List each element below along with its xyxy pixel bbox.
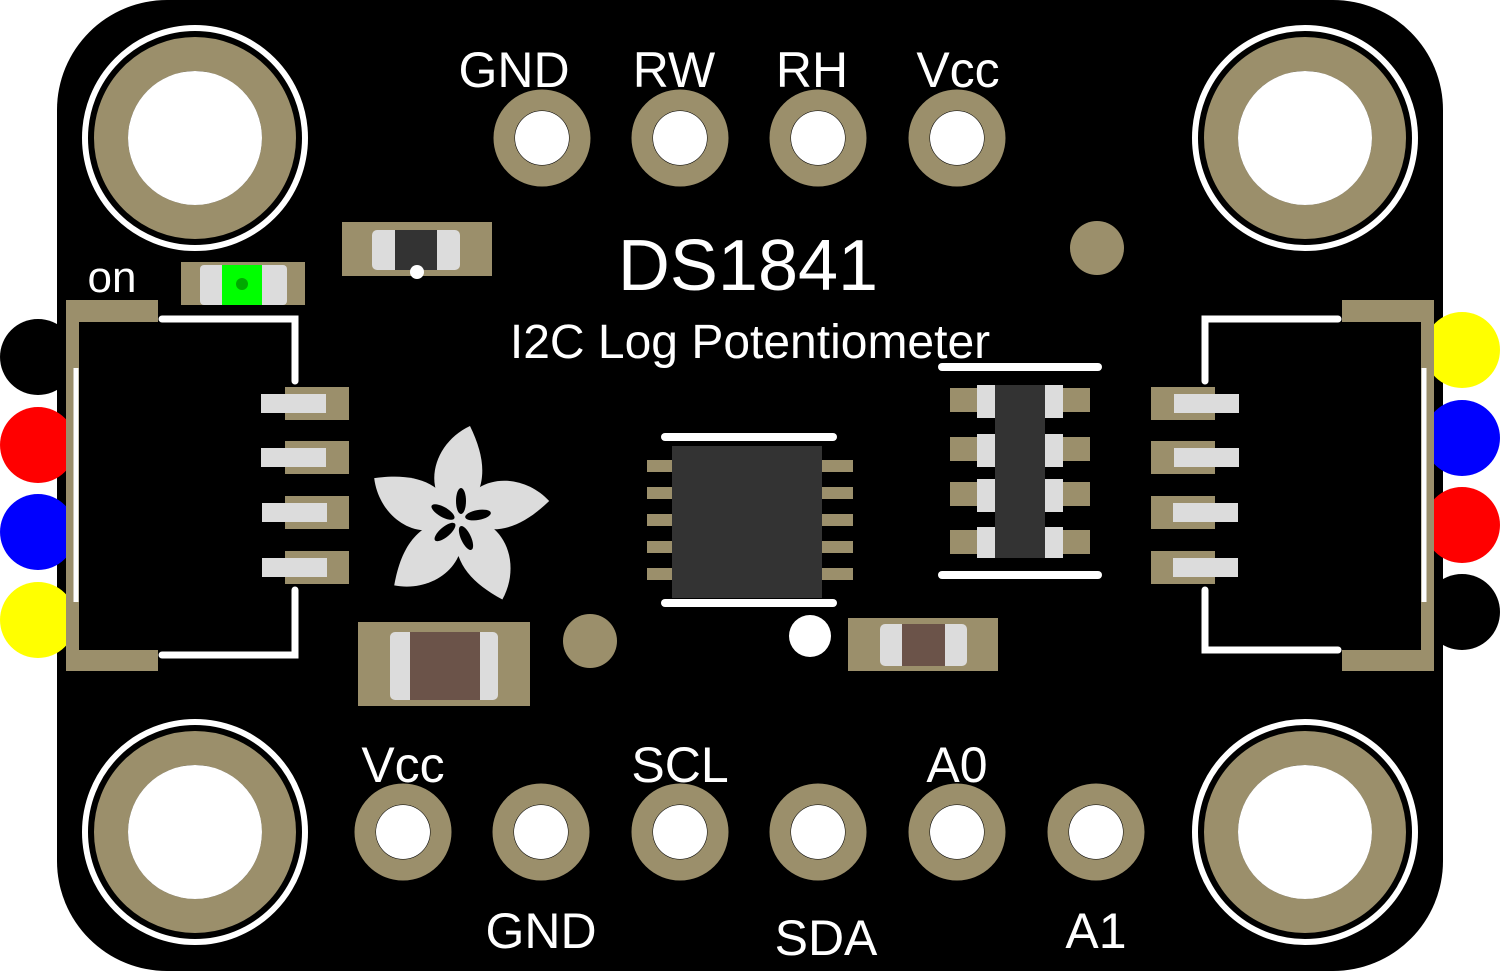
- pin-rw: [631, 89, 729, 187]
- wire-yellow-left: [0, 582, 76, 658]
- pin-label-rh: RH: [776, 42, 848, 98]
- fiducial-pad-top: [1070, 221, 1124, 275]
- mounting-hole-bottom-right: [1192, 719, 1418, 945]
- mounting-hole-top-left: [82, 25, 308, 251]
- board-subtitle: I2C Log Potentiometer: [510, 316, 990, 369]
- pin-label-a0: A0: [926, 737, 987, 793]
- ds1841-chip: [647, 433, 853, 607]
- pin-label-a1: A1: [1065, 903, 1126, 959]
- mounting-holes: [82, 25, 1418, 945]
- mounting-hole-top-right: [1192, 25, 1418, 251]
- pin1-marker: [789, 615, 831, 657]
- top-header: GND RW RH Vcc: [458, 42, 1006, 187]
- pin-label-vcc-top: Vcc: [916, 42, 999, 98]
- stemma-connector-left: [66, 300, 349, 671]
- pin-vcc-top: [908, 89, 1006, 187]
- pin-label-vcc-bottom: Vcc: [361, 737, 444, 793]
- pin-sda: [769, 783, 867, 881]
- capacitor-right: [848, 618, 998, 671]
- pin-gnd-top: [493, 89, 591, 187]
- wire-red-left: [0, 407, 76, 483]
- wire-blue-left: [0, 494, 76, 570]
- pin-rh: [769, 89, 867, 187]
- pin-label-rw: RW: [633, 42, 716, 98]
- board-title: DS1841: [618, 226, 878, 306]
- wire-yellow-right: [1424, 312, 1500, 388]
- pin-label-gnd-top: GND: [458, 42, 569, 98]
- resistor-top: [342, 222, 492, 279]
- stemma-connector-right: [1151, 300, 1434, 671]
- pin-a0: [908, 783, 1006, 881]
- wire-black-left: [0, 319, 76, 395]
- led-label: on: [88, 253, 137, 302]
- wire-blue-right: [1424, 400, 1500, 476]
- pin-gnd-bottom: [492, 783, 590, 881]
- left-wires: [0, 319, 76, 658]
- pin-a1: [1047, 783, 1145, 881]
- wire-black-right: [1424, 574, 1500, 650]
- power-led: [181, 262, 305, 305]
- wire-red-right: [1424, 487, 1500, 563]
- capacitor-left: [358, 622, 530, 706]
- right-wires: [1424, 312, 1500, 650]
- bottom-header: Vcc GND SCL SDA A0 A1: [354, 737, 1145, 966]
- pin-label-scl: SCL: [631, 737, 728, 793]
- pin-vcc-bottom: [354, 783, 452, 881]
- resistor-array: [938, 363, 1102, 579]
- pin-label-sda: SDA: [775, 910, 878, 966]
- mounting-hole-bottom-left: [82, 719, 308, 945]
- pin-label-gnd-bottom: GND: [485, 903, 596, 959]
- adafruit-flower-logo: [374, 426, 550, 600]
- fiducial-pad-bottom: [563, 614, 617, 668]
- pin-scl: [631, 783, 729, 881]
